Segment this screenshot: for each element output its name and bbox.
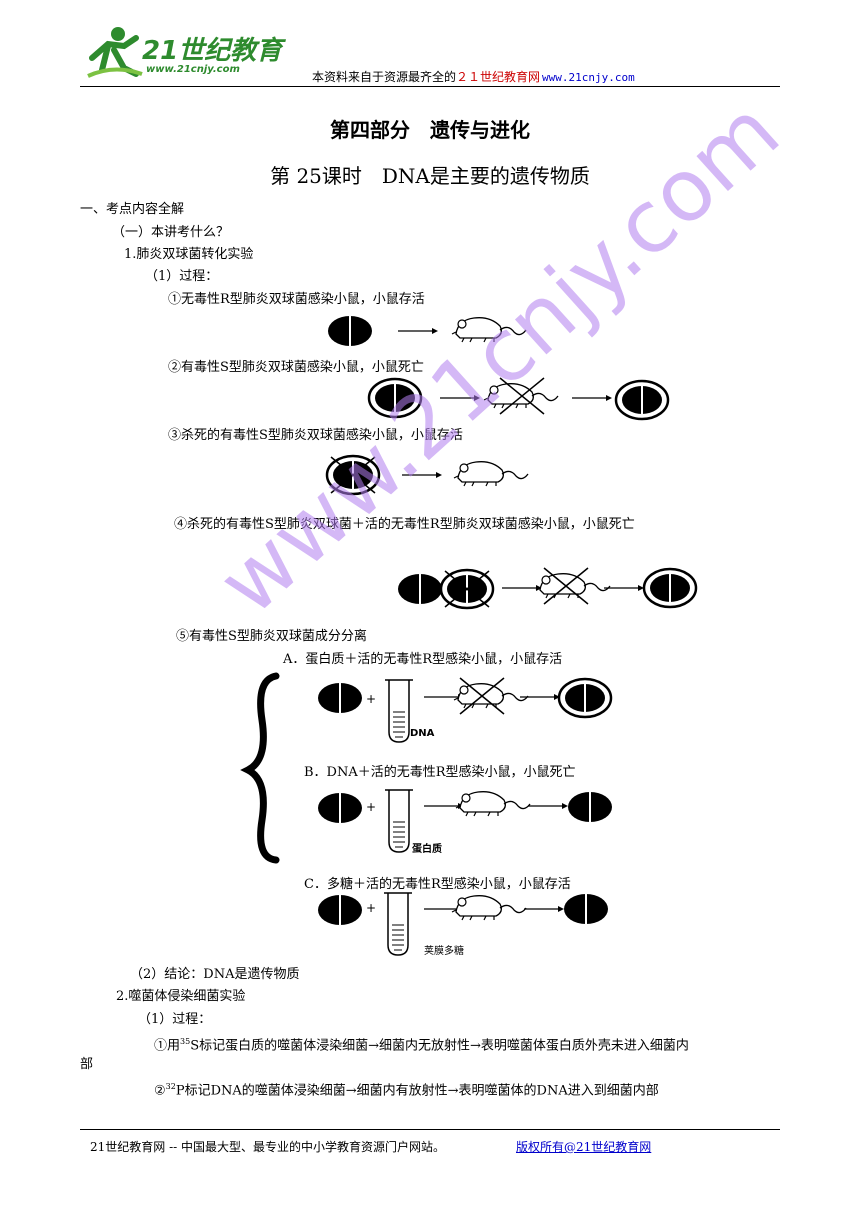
footer: 21世纪教育网 -- 中国最大型、最专业的中小学教育资源门户网站。 bbox=[90, 1138, 445, 1155]
svg-text:+: + bbox=[366, 901, 376, 915]
experiment-5c: C．多糖＋活的无毒性R型感染小鼠，小鼠存活 bbox=[304, 877, 571, 892]
experiment-4: ④杀死的有毒性S型肺炎双球菌＋活的无毒性R型肺炎双球菌感染小鼠，小鼠死亡 bbox=[174, 517, 635, 532]
experiment-2: ②有毒性S型肺炎双球菌感染小鼠，小鼠死亡 bbox=[168, 360, 424, 375]
part-title: 第四部分 遗传与进化 bbox=[330, 118, 530, 142]
phage-step-2: ②32P标记DNA的噬菌体浸染细菌→细菌内有放射性→表明噬菌体的DNA进入到细菌… bbox=[154, 1082, 659, 1099]
tube-label-dna: DNA bbox=[410, 728, 435, 739]
footer-copyright-link[interactable]: 版权所有@21世纪教育网 bbox=[516, 1140, 652, 1154]
phage-step-1: ①用35S标记蛋白质的噬菌体浸染细菌→细菌内无放射性→表明噬菌体蛋白质外壳未进入… bbox=[154, 1037, 689, 1054]
header-url[interactable]: www.21cnjy.com bbox=[542, 71, 635, 84]
item2-heading: 2.噬菌体侵染细菌实验 bbox=[116, 989, 246, 1004]
process2-label: （1）过程： bbox=[138, 1012, 212, 1027]
sub-heading: （一）本讲考什么？ bbox=[112, 225, 230, 240]
experiment-5b: B．DNA＋活的无毒性R型感染小鼠，小鼠死亡 bbox=[304, 765, 576, 780]
tube-label-protein: 蛋白质 bbox=[412, 844, 442, 855]
phage-step-1-cont: 部 bbox=[80, 1057, 94, 1072]
experiment-3: ③杀死的有毒性S型肺炎双球菌感染小鼠，小鼠存活 bbox=[168, 428, 463, 443]
experiment-5a: A．蛋白质＋活的无毒性R型感染小鼠，小鼠存活 bbox=[283, 652, 563, 667]
site-logo[interactable]: 21世纪教育 www.21cnjy.com bbox=[84, 24, 284, 84]
footer-tagline: 21世纪教育网 -- 中国最大型、最专业的中小学教育资源门户网站。 bbox=[90, 1140, 446, 1154]
svg-text:+: + bbox=[366, 692, 376, 706]
tube-label-polysaccharide: 荚膜多糖 bbox=[424, 946, 464, 957]
header-rule bbox=[80, 86, 780, 87]
item-heading: 1.肺炎双球菌转化实验 bbox=[124, 247, 254, 262]
experiment-1: ①无毒性R型肺炎双球菌感染小鼠，小鼠存活 bbox=[168, 292, 425, 307]
logo-text: 21世纪教育 bbox=[142, 36, 283, 66]
experiment-5: ⑤有毒性S型肺炎双球菌成分分离 bbox=[176, 629, 367, 644]
conclusion: （2）结论：DNA是遗传物质 bbox=[130, 967, 300, 982]
footer-rule bbox=[80, 1129, 780, 1130]
lesson-title: 第 25课时 DNA是主要的遗传物质 bbox=[270, 164, 590, 188]
process-label: （1）过程： bbox=[145, 269, 219, 284]
section-heading: 一、考点内容全解 bbox=[80, 202, 185, 217]
svg-text:+: + bbox=[366, 800, 376, 814]
logo-url: www.21cnjy.com bbox=[146, 64, 240, 75]
runner-icon bbox=[87, 27, 143, 78]
